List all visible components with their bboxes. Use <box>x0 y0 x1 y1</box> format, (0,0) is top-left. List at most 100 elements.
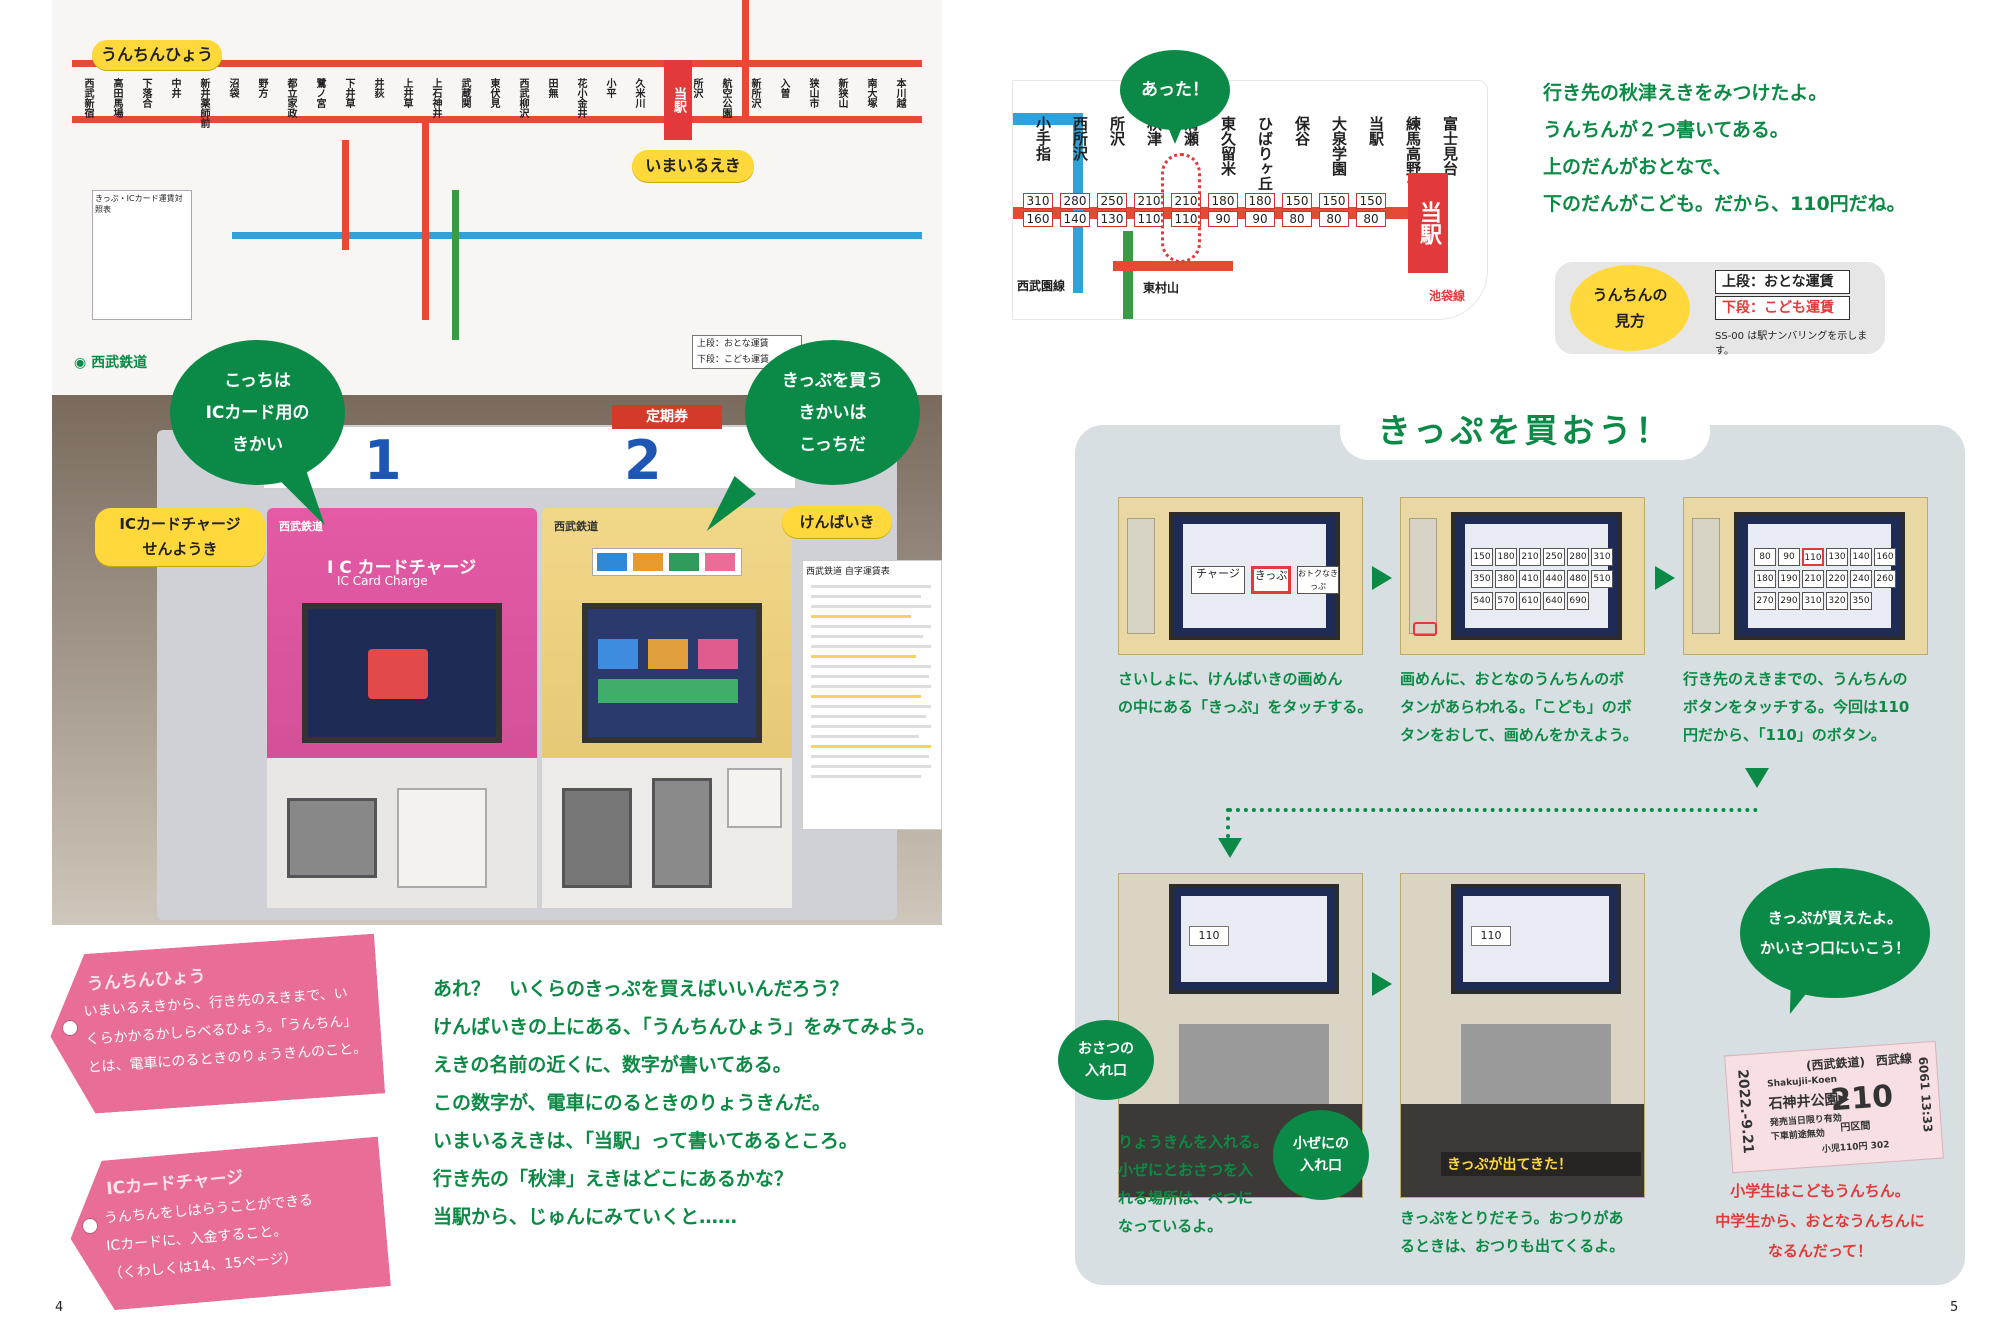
step-4-display-inner: 110 <box>1181 896 1327 982</box>
fare-button[interactable]: 350 <box>1471 570 1493 588</box>
board-legend-bottom: 下段：こども運賃 <box>697 355 770 365</box>
map-child-fare: 130 <box>1097 211 1127 227</box>
fare-sheet: 西武鉄道 自字運賃表 <box>802 560 942 830</box>
coin-slot-text: 小ぜにの 入れ口 <box>1293 1136 1349 1174</box>
tag-hole-icon <box>82 1218 98 1234</box>
map-station: 大泉学園 <box>1330 116 1348 176</box>
board-station: 野方 <box>256 78 267 98</box>
fare-button[interactable]: 380 <box>1495 570 1517 588</box>
map-line-name: 池袋線 <box>1429 289 1466 303</box>
fare-button[interactable]: 610 <box>1519 592 1541 610</box>
fare-button[interactable]: 310 <box>1802 592 1824 610</box>
board-company-logo: ◉ 西武鉄道 <box>74 355 148 371</box>
fare-sheet-line <box>811 705 931 708</box>
step-1-charge-button[interactable]: チャージ <box>1191 566 1245 594</box>
ticket-serial: 6061 13:33 <box>1915 1056 1935 1133</box>
map-child-fare: 80 <box>1356 211 1386 227</box>
map-station: 小手指 <box>1034 116 1052 161</box>
fare-button[interactable]: 160 <box>1874 548 1896 566</box>
ticket-image: (西武鉄道) 西武線 2022.-9.21 石神井公園▶ Shakujii-Ko… <box>1724 1040 1944 1174</box>
fare-button[interactable]: 640 <box>1543 592 1565 610</box>
found-bubble-tail <box>1165 120 1185 144</box>
fare-button[interactable]: 310 <box>1591 548 1613 566</box>
ic-machine-bubble: こっちは ICカード用の きかい <box>170 340 345 485</box>
fare-button[interactable]: 110 <box>1802 548 1824 566</box>
here-marker: 当駅 <box>664 60 692 140</box>
map-adult-fare: 150 <box>1356 193 1386 209</box>
board-station: 新狭山 <box>836 78 847 108</box>
board-station: 新所沢 <box>749 78 760 108</box>
tk-screen-button-1 <box>598 639 638 669</box>
fare-button[interactable]: 280 <box>1567 548 1589 566</box>
fare-button[interactable]: 240 <box>1850 570 1872 588</box>
map-adult-fare: 210 <box>1134 193 1164 209</box>
right-intro-text: 行き先の秋津えきをみつけたよ。 うんちんが２つ書いてある。 上のだんがおとなで、… <box>1543 82 1906 215</box>
tag-ic-body: うんちんをしはらうことができる ICカードに、入金すること。 （くわしくは14、… <box>103 1192 314 1283</box>
fare-button[interactable]: 150 <box>1471 548 1493 566</box>
red-branch-2 <box>342 140 349 250</box>
tag-unchin: うんちんひょう いまいるえきから、行き先のえきまで、い くらかかるかしらべるひょ… <box>45 934 385 1117</box>
fare-sheet-line <box>811 745 931 748</box>
ic-slot <box>287 798 377 878</box>
step-5-display-inner: 110 <box>1463 896 1609 982</box>
fare-button[interactable]: 440 <box>1543 570 1565 588</box>
board-station: 西武柳沢 <box>517 78 528 118</box>
fare-button[interactable]: 540 <box>1471 592 1493 610</box>
fare-button[interactable]: 350 <box>1850 592 1872 610</box>
fare-button[interactable]: 260 <box>1874 570 1896 588</box>
fare-button[interactable]: 190 <box>1778 570 1800 588</box>
board-station: 武蔵関 <box>459 78 470 108</box>
board-station: 都立家政 <box>285 78 296 118</box>
fare-button[interactable]: 320 <box>1826 592 1848 610</box>
legend-note: SS-00 は駅ナンバリングを示します。 <box>1715 331 1868 357</box>
map-station: 富士見台 <box>1441 116 1459 176</box>
map-child-fare: 140 <box>1060 211 1090 227</box>
map-adult-fare: 310 <box>1023 193 1053 209</box>
fare-button[interactable]: 570 <box>1495 592 1517 610</box>
fare-sheet-line <box>811 635 923 638</box>
fare-button[interactable]: 210 <box>1802 570 1824 588</box>
map-child-fare: 110 <box>1134 211 1164 227</box>
fare-button[interactable]: 410 <box>1519 570 1541 588</box>
step-5-fare: 110 <box>1471 926 1511 946</box>
teiki-sign: 定期券 <box>612 405 722 429</box>
fare-button[interactable]: 510 <box>1591 570 1613 588</box>
fare-sheet-line <box>811 655 916 658</box>
fare-button[interactable]: 180 <box>1495 548 1517 566</box>
fare-button[interactable]: 130 <box>1826 548 1848 566</box>
step-4-fare: 110 <box>1189 926 1229 946</box>
arrow-right-icon <box>1655 566 1675 590</box>
fare-sheet-line <box>811 625 931 628</box>
fare-button[interactable]: 180 <box>1754 570 1776 588</box>
bought-bubble-text: きっぷが買えたよ。 かいさつ口にいこう！ <box>1759 909 1910 957</box>
fare-button[interactable]: 480 <box>1567 570 1589 588</box>
fare-button[interactable]: 290 <box>1778 592 1800 610</box>
map-station: ひばりヶ丘 <box>1256 116 1274 191</box>
fare-button[interactable]: 140 <box>1850 548 1872 566</box>
step-4-caption: りょうきんを入れる。 小ぜにとおさつを入 れる場所は、べつに なっているよ。 <box>1118 1133 1269 1235</box>
ic-machine-bubble-text: こっちは ICカード用の きかい <box>205 370 310 455</box>
fare-button[interactable]: 90 <box>1778 548 1800 566</box>
step-1-kippu-button[interactable]: きっぷ <box>1251 566 1291 594</box>
tk-screen <box>582 603 762 743</box>
fare-button[interactable]: 690 <box>1567 592 1589 610</box>
fare-sheet-line <box>811 615 911 618</box>
arrow-right-icon <box>1372 566 1392 590</box>
fare-button[interactable]: 270 <box>1754 592 1776 610</box>
ticket-from-en: Shakujii-Koen <box>1766 1074 1838 1090</box>
ticket-note1: 発売当日限り有効 <box>1769 1113 1843 1129</box>
step-1-otoku-button[interactable]: おトクなきっぷ <box>1297 566 1339 594</box>
fare-button[interactable]: 80 <box>1754 548 1776 566</box>
fare-button[interactable]: 220 <box>1826 570 1848 588</box>
board-station: 新井薬師前 <box>198 78 209 128</box>
fare-button[interactable]: 210 <box>1519 548 1541 566</box>
board-station: 航空公園 <box>720 78 731 118</box>
fare-button[interactable]: 250 <box>1543 548 1565 566</box>
map-child-fare: 90 <box>1245 211 1275 227</box>
ticket-machine-photo: 西武新宿高田馬場下落合中井新井薬師前沼袋野方都立家政鷺ノ宮下井草井荻上井草上石神… <box>52 0 942 925</box>
